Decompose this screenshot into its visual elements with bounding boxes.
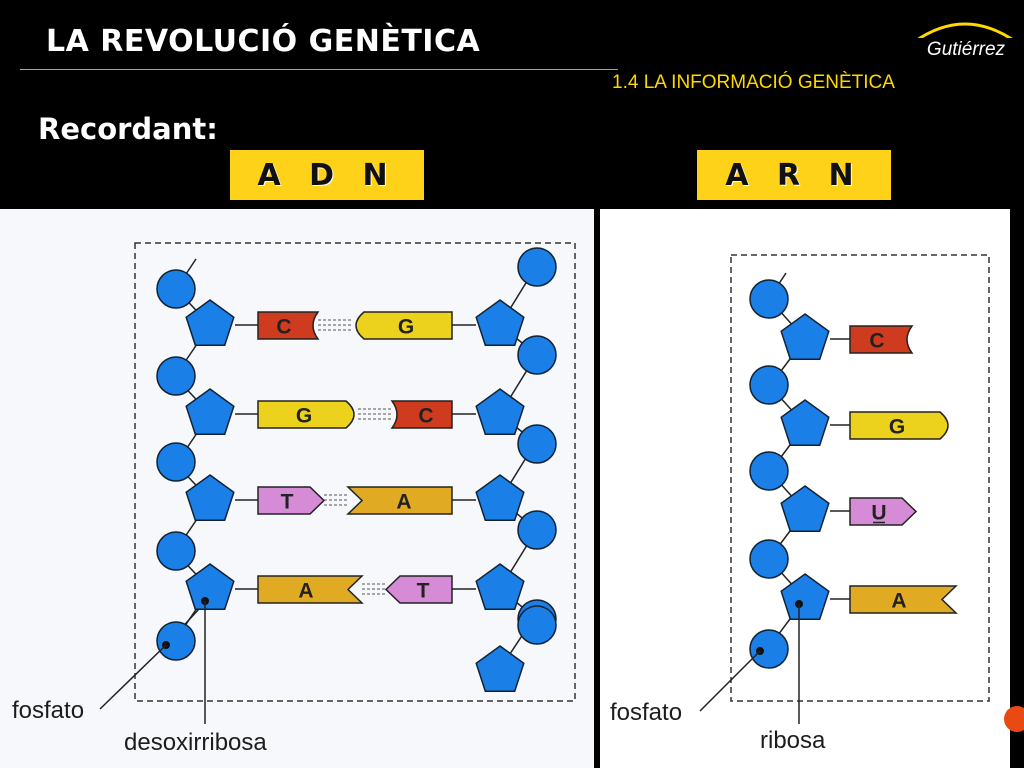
rna-phosphate — [749, 279, 789, 319]
dna-right-phosphate — [517, 510, 557, 550]
rna-diagram: C G U A — [699, 254, 990, 724]
dna-diagram: C G G C T A A T — [99, 242, 576, 724]
dna-base-right — [346, 486, 453, 515]
rna-base — [849, 497, 918, 526]
page-title: LA REVOLUCIÓ GENÈTICA — [46, 24, 481, 59]
dna-left-phosphate — [156, 356, 196, 396]
dna-sugar-caption: desoxirribosa — [124, 729, 267, 756]
dna-right-phosphate — [517, 247, 557, 287]
dna-right-sugar — [475, 474, 525, 521]
rna-sugar — [780, 573, 830, 620]
dna-right-sugar — [475, 563, 525, 610]
dna-phosphate-leader — [99, 644, 167, 710]
rna-sugar — [780, 399, 830, 446]
dna-left-phosphate — [156, 531, 196, 571]
dna-right-phosphate — [517, 605, 557, 645]
dna-right-sugar — [475, 299, 525, 346]
rna-frame — [730, 254, 990, 702]
rna-base — [849, 411, 949, 440]
rna-base-letter: U — [871, 502, 886, 525]
rna-phosphate — [749, 629, 789, 669]
dna-left-phosphate — [156, 269, 196, 309]
rna-label: A R N — [697, 150, 891, 200]
dna-right-sugar — [475, 645, 525, 692]
rna-base-letter: G — [889, 416, 905, 439]
dna-phosphate-caption: fosfato — [12, 697, 85, 724]
dna-right-phosphate — [517, 424, 557, 464]
rna-sugar-caption: ribosa — [760, 727, 826, 754]
dna-right-phosphate — [517, 335, 557, 375]
rna-diagram-panel: C G U A fosfato ribosa — [600, 209, 1010, 768]
dna-base-right — [384, 575, 453, 604]
dna-base-right-letter: A — [396, 491, 411, 514]
rna-phosphate — [749, 539, 789, 579]
dna-label: A D N — [230, 150, 424, 200]
corner-mark — [1004, 706, 1024, 732]
dna-base-right-letter: C — [418, 405, 433, 428]
rna-base-letter: A — [891, 590, 906, 613]
rna-base-letter: C — [869, 330, 884, 353]
dna-base-left-letter: G — [296, 405, 312, 428]
dna-base-left-letter: A — [298, 580, 313, 603]
title-underline — [20, 69, 618, 70]
rna-sugar — [780, 485, 830, 532]
recall-heading: Recordant: — [38, 112, 218, 146]
dna-base-left — [257, 400, 355, 429]
dna-left-sugar — [185, 474, 235, 521]
rna-phosphate — [749, 365, 789, 405]
dna-base-left-letter: C — [276, 316, 291, 339]
dna-base-left — [257, 575, 364, 604]
logo-text: Gutiérrez — [927, 39, 1006, 60]
dna-base-right-letter: T — [417, 580, 430, 603]
rna-phosphate — [749, 451, 789, 491]
dna-base-left — [257, 486, 326, 515]
rna-sugar — [780, 313, 830, 360]
dna-right-sugar — [475, 388, 525, 435]
dna-left-phosphate — [156, 621, 196, 661]
dna-left-phosphate — [156, 442, 196, 482]
dna-left-sugar — [185, 388, 235, 435]
dna-base-right-letter: G — [398, 316, 414, 339]
dna-base-left — [257, 311, 320, 340]
dna-base-right — [355, 311, 453, 340]
dna-base-left-letter: T — [281, 491, 294, 514]
rna-base — [849, 325, 914, 354]
dna-base-right — [390, 400, 453, 429]
dna-diagram-panel: C G G C T A A T fosfato desoxirribosa — [0, 209, 594, 768]
dna-left-sugar — [185, 563, 235, 610]
section-subtitle: 1.4 LA INFORMACIÓ GENÈTICA — [612, 72, 895, 93]
rna-phosphate-leader — [699, 650, 761, 712]
dna-left-sugar — [185, 299, 235, 346]
rna-phosphate-caption: fosfato — [610, 699, 683, 726]
rna-base — [849, 585, 958, 614]
dna-frame — [134, 242, 576, 702]
logo: Gutiérrez — [911, 22, 1021, 60]
